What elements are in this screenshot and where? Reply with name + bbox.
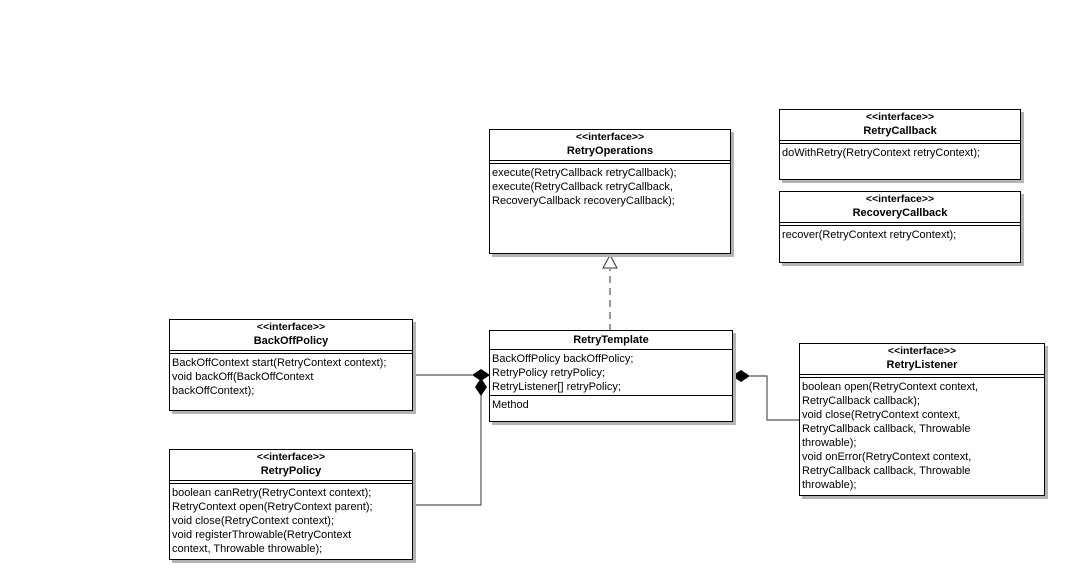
method-line: boolean open(RetryContext context,: [802, 381, 979, 393]
class-name: RetryListener: [886, 359, 958, 371]
method-line: recover(RetryContext retryContext);: [782, 229, 957, 241]
attribute-compartment: [800, 374, 1044, 378]
method-compartment: boolean canRetry(RetryContext context); …: [170, 484, 412, 557]
method-line: backOffContext);: [172, 385, 255, 397]
attribute-line: BackOffPolicy backOffPolicy;: [492, 353, 634, 365]
stereotype-label: <<interface>>: [575, 131, 645, 143]
method-line: RecoveryCallback recoveryCallback);: [492, 195, 675, 207]
class-retry-policy[interactable]: <<interface>> RetryPolicy boolean canRet…: [169, 449, 413, 560]
attribute-compartment: BackOffPolicy backOffPolicy; RetryPolicy…: [490, 349, 732, 395]
method-compartment: Method: [490, 395, 732, 413]
stereotype-label: <<interface>>: [865, 193, 935, 205]
method-line: throwable);: [802, 479, 857, 491]
method-compartment: doWithRetry(RetryContext retryContext);: [780, 144, 1020, 161]
method-line: context, Throwable throwable);: [172, 543, 323, 555]
method-compartment: boolean open(RetryContext context, Retry…: [800, 378, 1044, 493]
attribute-compartment: [780, 222, 1020, 226]
listener-composition-diamond: [732, 370, 750, 382]
attribute-compartment: [780, 140, 1020, 144]
method-line: throwable);: [802, 437, 857, 449]
stereotype-label: <<interface>>: [887, 345, 957, 357]
method-line: RetryCallback callback, Throwable: [802, 423, 971, 435]
class-retry-listener[interactable]: <<interface>> RetryListener boolean open…: [799, 343, 1045, 496]
attribute-compartment: [170, 350, 412, 354]
retrypolicy-composition-line: [413, 395, 482, 506]
class-name: RetryCallback: [863, 125, 937, 137]
class-name: RetryTemplate: [573, 334, 649, 346]
class-back-off-policy[interactable]: <<interface>> BackOffPolicy BackOffConte…: [169, 319, 413, 411]
realization-arrowhead: [602, 253, 618, 269]
listener-composition-line: [750, 375, 800, 421]
attribute-compartment: [490, 160, 730, 164]
method-line: doWithRetry(RetryContext retryContext);: [782, 147, 981, 159]
method-compartment: BackOffContext start(RetryContext contex…: [170, 354, 412, 399]
method-compartment: recover(RetryContext retryContext);: [780, 226, 1020, 243]
class-name: BackOffPolicy: [253, 335, 329, 347]
method-line: void close(RetryContext context,: [802, 409, 961, 421]
method-compartment: execute(RetryCallback retryCallback); ex…: [490, 164, 730, 209]
retrypolicy-composition-diamond: [475, 378, 487, 396]
class-retry-operations[interactable]: <<interface>> RetryOperations execute(Re…: [489, 129, 731, 254]
class-name: RetryOperations: [566, 145, 654, 157]
method-line: RetryContext open(RetryContext parent);: [172, 501, 373, 513]
stereotype-label: <<interface>>: [256, 451, 326, 463]
class-retry-callback[interactable]: <<interface>> RetryCallback doWithRetry(…: [779, 109, 1021, 180]
class-name: RecoveryCallback: [852, 207, 948, 219]
method-line: execute(RetryCallback retryCallback);: [492, 167, 677, 179]
attribute-line: RetryListener[] retryPolicy;: [492, 381, 621, 393]
method-line: void backOff(BackOffContext: [172, 371, 314, 383]
attribute-compartment: [170, 480, 412, 484]
method-line: void registerThrowable(RetryContext: [172, 529, 352, 541]
method-line: boolean canRetry(RetryContext context);: [172, 487, 372, 499]
method-line: execute(RetryCallback retryCallback,: [492, 181, 673, 193]
method-line: Method: [492, 399, 529, 411]
method-line: BackOffContext start(RetryContext contex…: [172, 357, 387, 369]
method-line: void onError(RetryContext context,: [802, 451, 972, 463]
stereotype-label: <<interface>>: [256, 321, 326, 333]
method-line: void close(RetryContext context);: [172, 515, 335, 527]
method-line: RetryCallback callback);: [802, 395, 920, 407]
class-name: RetryPolicy: [260, 465, 322, 477]
stereotype-label: <<interface>>: [865, 111, 935, 123]
backoff-composition-diamond: [472, 369, 490, 381]
class-retry-template[interactable]: RetryTemplate BackOffPolicy backOffPolic…: [489, 330, 733, 422]
attribute-line: RetryPolicy retryPolicy;: [492, 367, 606, 379]
class-recovery-callback[interactable]: <<interface>> RecoveryCallback recover(R…: [779, 191, 1021, 263]
method-line: RetryCallback callback, Throwable: [802, 465, 971, 477]
